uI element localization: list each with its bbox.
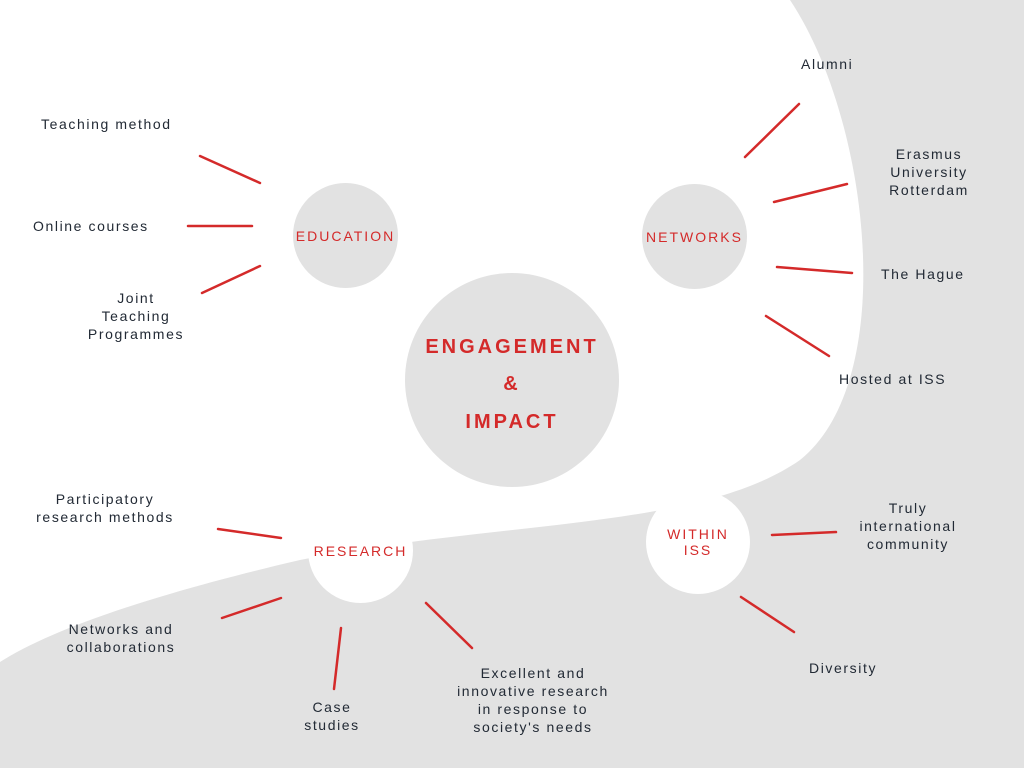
hub-title-line1: ENGAGEMENT: [425, 336, 599, 358]
label-erasmus: Erasmus University Rotterdam: [889, 146, 969, 198]
node-networks: NETWORKS: [642, 184, 747, 289]
label-case-studies: Case studies: [304, 699, 360, 733]
label-networks-collab: Networks and collaborations: [66, 621, 176, 655]
connector-joint-teaching: [200, 264, 262, 295]
label-alumni: Alumni: [801, 56, 854, 72]
node-education: EDUCATION: [293, 183, 398, 288]
node-within-iss-label: WITHIN ISS: [667, 526, 729, 558]
connector-case-studies: [332, 626, 343, 691]
connector-hosted-at-iss: [764, 314, 831, 358]
hub-title-line2: &: [503, 373, 521, 395]
connector-excellent-research: [424, 601, 474, 650]
central-hub-circle: ENGAGEMENT & IMPACT: [405, 273, 619, 487]
label-diversity: Diversity: [809, 660, 878, 676]
label-truly-international: Truly international community: [859, 500, 957, 552]
connector-erasmus: [772, 182, 849, 204]
node-research-label: RESEARCH: [313, 542, 408, 559]
label-excellent-research: Excellent and innovative research in res…: [457, 665, 609, 735]
label-teaching-method: Teaching method: [41, 116, 172, 132]
node-education-label: EDUCATION: [295, 227, 396, 244]
node-research: RESEARCH: [308, 498, 413, 603]
label-participatory: Participatory research methods: [36, 491, 174, 525]
node-networks-label: NETWORKS: [646, 228, 743, 245]
connector-the-hague: [775, 265, 854, 275]
node-within-iss: WITHIN ISS: [646, 490, 750, 594]
connector-diversity: [739, 595, 796, 634]
label-the-hague: The Hague: [881, 266, 965, 282]
connector-networks-collab: [220, 596, 283, 620]
connector-alumni: [743, 102, 801, 159]
label-joint-teaching: Joint Teaching Programmes: [87, 290, 185, 342]
connector-truly-international: [770, 530, 838, 537]
hub-title-line3: IMPACT: [465, 411, 559, 433]
connector-teaching-method: [198, 154, 262, 185]
connector-participatory: [216, 527, 283, 540]
label-hosted-at-iss: Hosted at ISS: [839, 371, 947, 387]
label-online-courses: Online courses: [33, 218, 149, 234]
